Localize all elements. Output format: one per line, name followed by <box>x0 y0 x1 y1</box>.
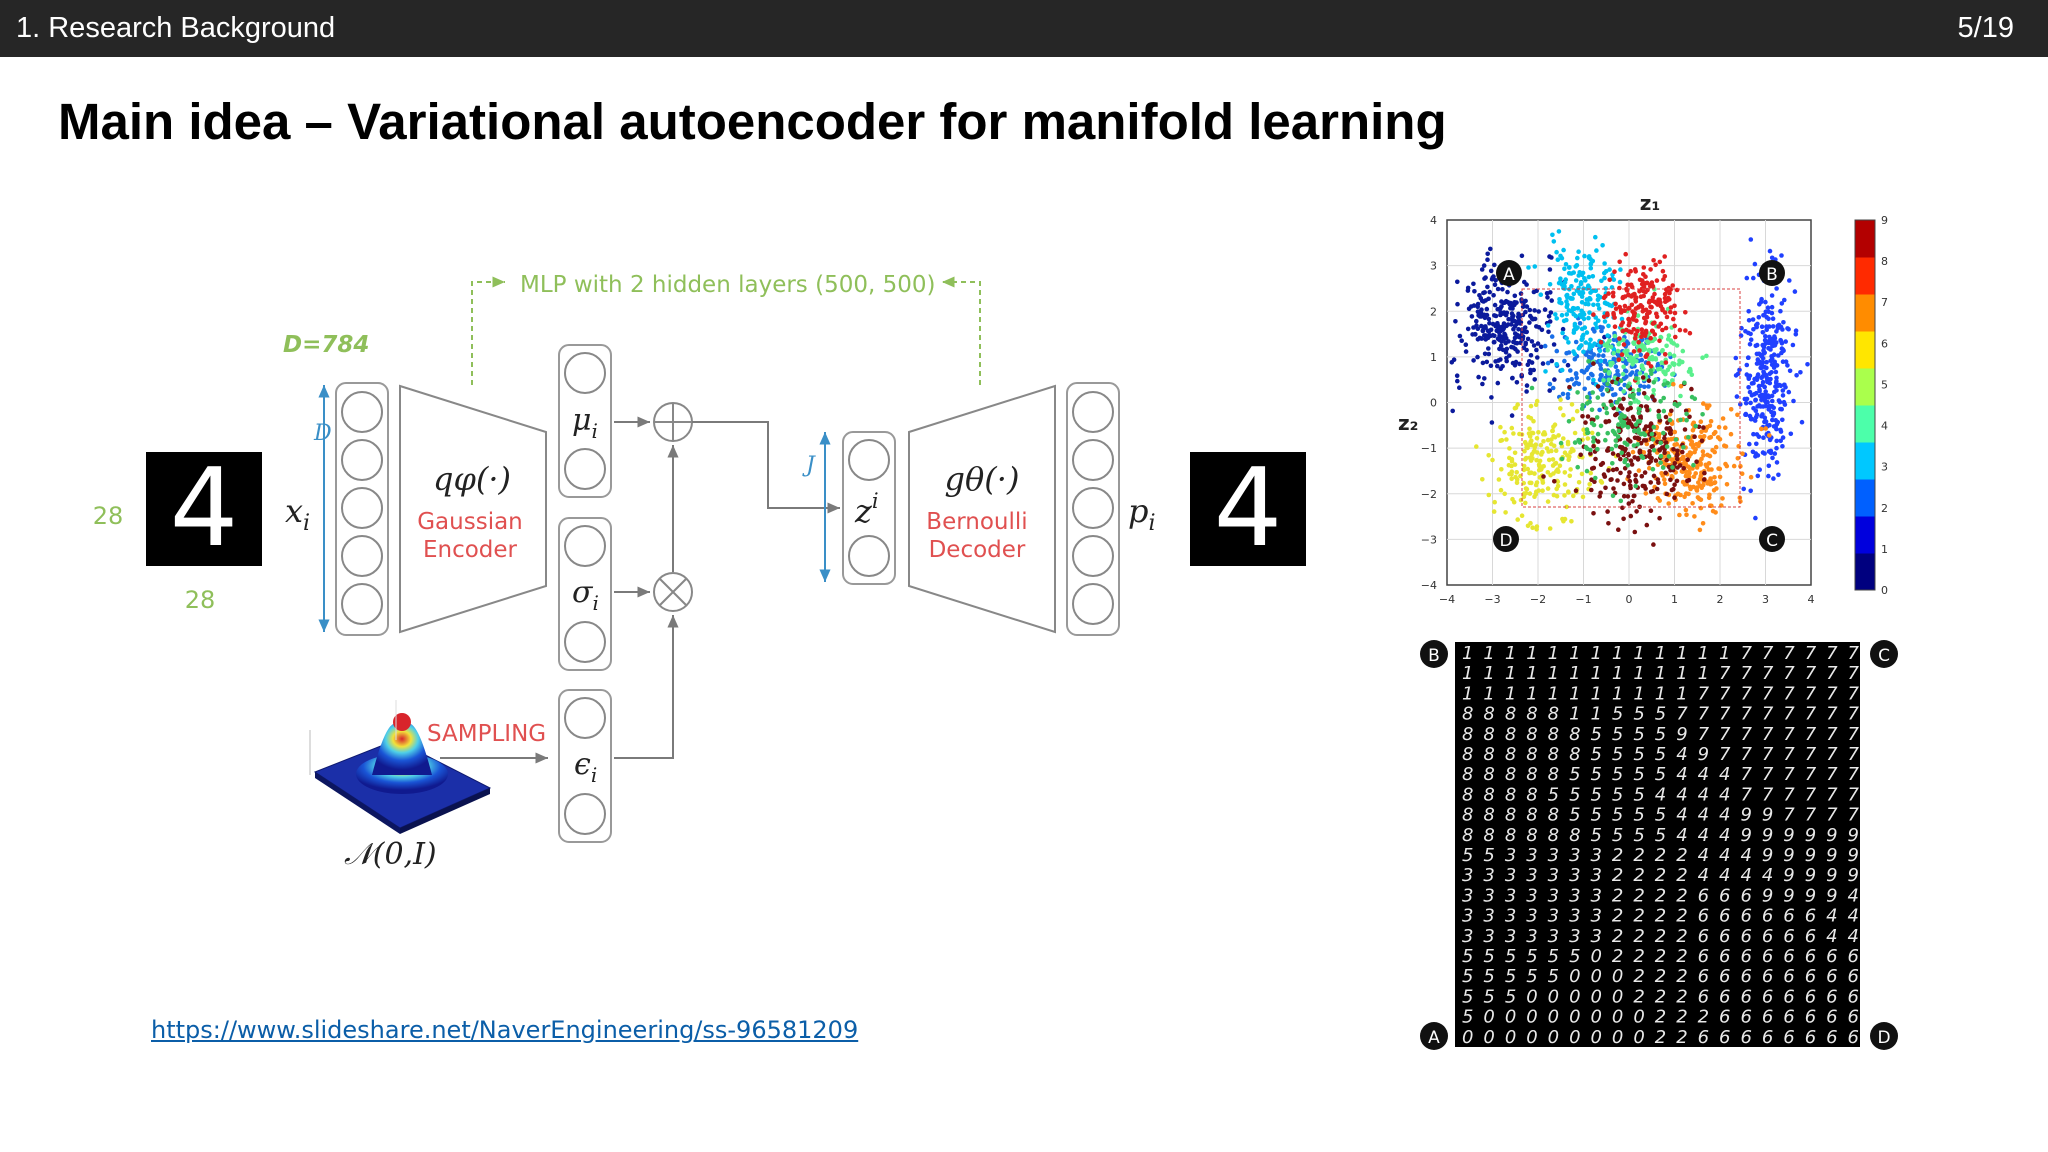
latent-scatter-plot: −4 −3 −2 −1 0 1 2 3 4 4 3 2 1 0 −1 −2 −3 −4 z₁ z₂ 9 8 7 6 5 4… <box>1398 191 1888 606</box>
section-title: 1. Research Background <box>16 12 336 44</box>
scatter-y-tick: 4 <box>1430 214 1437 227</box>
encoder-name-2: Encoder <box>423 537 518 563</box>
scatter-x-tick: 1 <box>1671 593 1678 606</box>
scatter-x-tick: 4 <box>1808 593 1815 606</box>
sampling-label: SAMPLING <box>427 721 546 747</box>
manifold-corner-c: C <box>1870 640 1898 668</box>
colorbar-band <box>1855 331 1875 369</box>
manifold-corner-b: B <box>1420 640 1448 668</box>
scatter-x-title: z₁ <box>1640 191 1660 215</box>
corner-badge-d: D <box>1493 526 1519 552</box>
vae-diagram: MLP with 2 hidden layers (500, 500) D=78… <box>93 272 1306 872</box>
scatter-y-title: z₂ <box>1398 411 1418 435</box>
decoder-function: gθ(·) <box>945 460 1020 498</box>
colorbar-tick: 5 <box>1881 378 1888 391</box>
normal-dist-label: 𝒩(0,I) <box>344 837 437 872</box>
slide-title: Main idea – Variational autoencoder for … <box>58 93 1447 150</box>
colorbar-tick: 7 <box>1881 296 1888 309</box>
scatter-x-tick: 2 <box>1717 593 1724 606</box>
scatter-y-tick: −4 <box>1421 579 1437 592</box>
encoder-block <box>399 384 547 634</box>
colorbar-band <box>1855 516 1875 554</box>
colorbar-tick: 1 <box>1881 543 1888 556</box>
epsilon-label: ϵi <box>574 747 597 787</box>
mlp-bracket-right <box>942 276 981 385</box>
scatter-y-tick: −3 <box>1421 533 1437 546</box>
scatter-y-tick: 1 <box>1430 351 1437 364</box>
scatter-y-tick: −2 <box>1421 488 1437 501</box>
input-digit-image <box>146 452 262 566</box>
scatter-x-tick: −3 <box>1484 593 1500 606</box>
dim-label: D=784 <box>283 332 369 358</box>
encoder-name-1: Gaussian <box>417 509 523 535</box>
corner-badge-b: B <box>1759 260 1785 286</box>
sigma-label: σi <box>572 575 599 615</box>
manifold-corner-a: A <box>1420 1022 1448 1050</box>
colorbar-tick: 9 <box>1881 214 1888 227</box>
colorbar-tick: 4 <box>1881 420 1888 433</box>
colorbar-tick: 3 <box>1881 461 1888 474</box>
svg-text:C: C <box>1766 531 1778 551</box>
scatter-x-tick: −2 <box>1530 593 1546 606</box>
colorbar-band <box>1855 220 1875 258</box>
manifold-region <box>1521 288 1741 508</box>
svg-text:A: A <box>1428 1028 1440 1048</box>
svg-text:B: B <box>1428 646 1440 666</box>
svg-text:D: D <box>1499 531 1512 551</box>
colorbar-band <box>1855 294 1875 332</box>
colorbar-band <box>1855 405 1875 443</box>
corner-badge-c: C <box>1759 526 1785 552</box>
page-number: 5/19 <box>1957 12 2014 44</box>
colorbar-band <box>1855 257 1875 295</box>
colorbar-tick: 0 <box>1881 584 1888 597</box>
encoder-function: qφ(·) <box>433 460 511 498</box>
image-height-label: 28 <box>93 502 124 530</box>
scatter-y-tick: −1 <box>1421 442 1437 455</box>
input-var-label: xi <box>285 492 310 536</box>
colorbar-band <box>1855 553 1875 591</box>
gaussian-surface <box>309 700 492 834</box>
manifold-digit-grid: 1111111111111777777111111111111777777711… <box>1420 640 1898 1050</box>
scatter-y-tick: 0 <box>1430 397 1437 410</box>
colorbar-band <box>1855 442 1875 480</box>
j-axis-label: J <box>802 453 816 478</box>
source-link[interactable]: https://www.slideshare.net/NaverEngineer… <box>151 1016 859 1044</box>
svg-text:D: D <box>1877 1028 1890 1048</box>
colorbar-band <box>1855 479 1875 517</box>
colorbar-tick: 2 <box>1881 502 1888 515</box>
header-bar: 1. Research Background 5/19 <box>0 0 2048 57</box>
mu-label: μi <box>572 403 598 443</box>
scatter-x-tick: 0 <box>1626 593 1633 606</box>
corner-badge-a: A <box>1496 260 1522 286</box>
input-digit: 4 <box>170 446 239 571</box>
scatter-y-tick: 2 <box>1430 305 1437 318</box>
decoder-name-2: Decoder <box>929 537 1026 563</box>
colorbar-band <box>1855 368 1875 406</box>
svg-text:C: C <box>1878 646 1890 666</box>
output-digit-image <box>1190 452 1306 566</box>
manifold-corner-d: D <box>1870 1022 1898 1050</box>
mlp-bracket <box>471 276 505 385</box>
manifold-grid-panel <box>1455 642 1860 1047</box>
scatter-x-tick: −1 <box>1575 593 1591 606</box>
mlp-label: MLP with 2 hidden layers (500, 500) <box>520 272 935 298</box>
colorbar-tick: 8 <box>1881 255 1888 268</box>
scatter-x-tick: 3 <box>1762 593 1769 606</box>
scatter-x-tick: −4 <box>1439 593 1455 606</box>
output-digit: 4 <box>1214 446 1283 571</box>
decoder-block <box>908 384 1056 634</box>
scatter-y-tick: 3 <box>1430 260 1437 273</box>
image-width-label: 28 <box>185 586 216 614</box>
colorbar-tick: 6 <box>1881 337 1888 350</box>
svg-text:A: A <box>1503 265 1515 285</box>
svg-text:B: B <box>1766 265 1778 285</box>
output-var-label: pi <box>1128 492 1156 536</box>
d-axis-label: D <box>313 421 332 446</box>
decoder-name-1: Bernoulli <box>926 509 1027 535</box>
latent-label: zi <box>854 489 879 530</box>
